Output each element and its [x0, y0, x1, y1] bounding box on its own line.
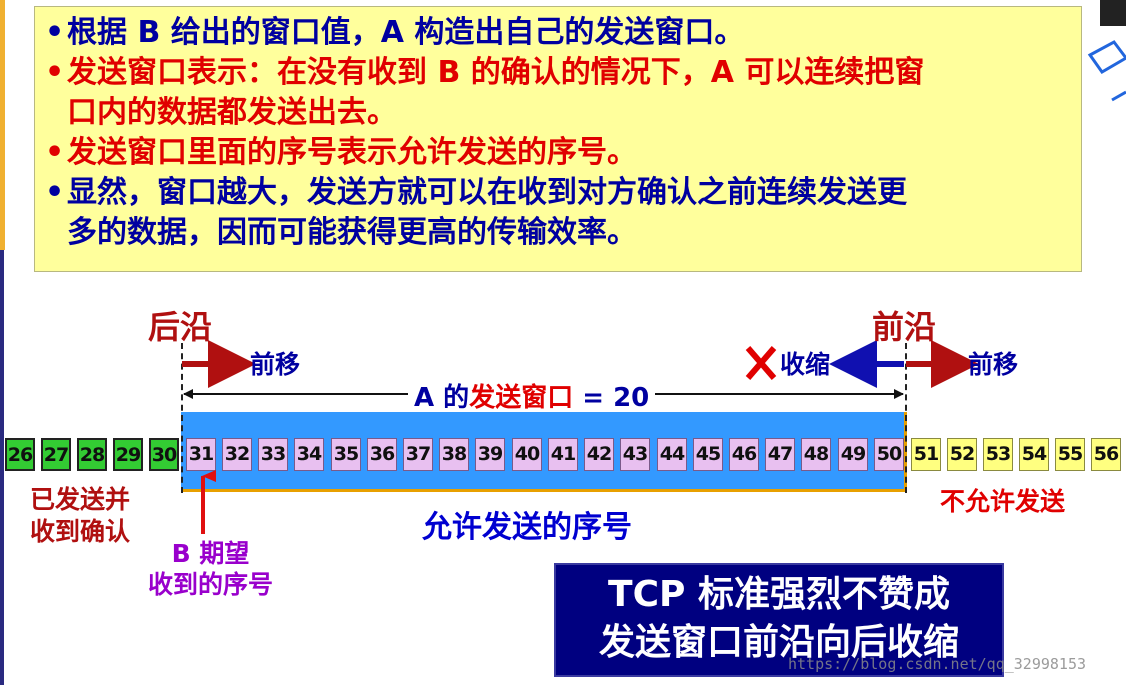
bullet: •: [45, 55, 65, 90]
allowed-seq-label: 允许发送的序号: [422, 510, 632, 545]
note-text: 发送窗口里面的序号表示允许发送的序号。: [67, 135, 637, 170]
note-item: • 根据 B 给出的窗口值，A 构造出自己的发送窗口。: [45, 13, 1071, 53]
seq-cell-allowed: 39: [475, 438, 505, 471]
front-edge-label: 前沿: [872, 308, 937, 346]
seq-cell-allowed: 35: [331, 438, 361, 471]
seq-cell-allowed: 32: [222, 438, 252, 471]
seq-cell-not-allowed: 53: [983, 438, 1013, 471]
note-text: 显然，窗口越大，发送方就可以在收到对方确认之前连续发送更 多的数据，因而可能获得…: [67, 175, 907, 250]
seq-cell-allowed: 40: [512, 438, 542, 471]
rear-move-label: 前移: [250, 350, 301, 379]
window-size-label: A 的发送窗口 = 20: [414, 377, 649, 414]
seq-cell-allowed: 49: [838, 438, 868, 471]
note-item: • 显然，窗口越大，发送方就可以在收到对方确认之前连续发送更 多的数据，因而可能…: [45, 173, 1071, 253]
window-value: = 20: [573, 383, 650, 413]
notes-panel: • 根据 B 给出的窗口值，A 构造出自己的发送窗口。 • 发送窗口表示：在没有…: [34, 6, 1082, 272]
tcp-note-line1: TCP 标准强烈不赞成: [608, 574, 950, 615]
bullet: •: [45, 135, 65, 170]
seq-cell-allowed: 33: [258, 438, 288, 471]
seq-cell-sent: 27: [41, 438, 71, 471]
seq-cell-not-allowed: 51: [911, 438, 941, 471]
b-expected-label: B 期望 收到的序号: [148, 539, 274, 599]
forbidden-x-icon: [745, 346, 777, 380]
seq-cell-allowed: 38: [439, 438, 469, 471]
shrink-label: 收缩: [780, 350, 831, 379]
seq-cell-allowed: 41: [548, 438, 578, 471]
window-prefix: A 的: [414, 383, 470, 413]
network-icon: [1087, 0, 1126, 102]
rear-edge-label: 后沿: [148, 308, 213, 346]
left-accent-strip-dark: [0, 250, 4, 685]
window-name: 发送窗口: [469, 383, 574, 413]
seq-cell-sent: 29: [113, 438, 143, 471]
tcp-note-line2: 发送窗口前沿向后收缩: [598, 622, 959, 663]
bullet: •: [45, 15, 65, 50]
seq-cell-sent: 30: [149, 438, 179, 471]
seq-cell-not-allowed: 56: [1091, 438, 1121, 471]
seq-cell-allowed: 37: [403, 438, 433, 471]
front-move-label: 前移: [968, 350, 1019, 379]
seq-cell-not-allowed: 52: [947, 438, 977, 471]
rear-edge-line: [181, 343, 183, 493]
seq-cell-not-allowed: 55: [1055, 438, 1085, 471]
watermark: https://blog.csdn.net/qq_32998153: [788, 655, 1087, 673]
note-text: 根据 B 给出的窗口值，A 构造出自己的发送窗口。: [67, 15, 745, 50]
seq-cell-allowed: 48: [801, 438, 831, 471]
note-item: • 发送窗口里面的序号表示允许发送的序号。: [45, 133, 1071, 173]
seq-cell-allowed: 36: [367, 438, 397, 471]
not-allowed-label: 不允许发送: [940, 487, 1066, 516]
seq-cell-allowed: 42: [584, 438, 614, 471]
tcp-note-box: TCP 标准强烈不赞成 发送窗口前沿向后收缩: [554, 563, 1004, 677]
sent-acked-label: 已发送并 收到确认: [30, 485, 131, 546]
seq-cell-allowed: 47: [765, 438, 795, 471]
seq-cell-allowed: 43: [620, 438, 650, 471]
seq-cell-not-allowed: 54: [1019, 438, 1049, 471]
front-edge-line: [905, 343, 907, 493]
left-accent-strip: [0, 0, 5, 250]
seq-cell-allowed: 50: [874, 438, 904, 471]
seq-cell-allowed: 44: [657, 438, 687, 471]
seq-cell-allowed: 34: [294, 438, 324, 471]
seq-cell-allowed: 45: [693, 438, 723, 471]
bullet: •: [45, 175, 65, 210]
seq-cell-sent: 26: [5, 438, 35, 471]
seq-cell-allowed: 31: [186, 438, 216, 471]
note-item: • 发送窗口表示：在没有收到 B 的确认的情况下，A 可以连续把窗 口内的数据都…: [45, 53, 1071, 133]
seq-cell-allowed: 46: [729, 438, 759, 471]
seq-cell-sent: 28: [77, 438, 107, 471]
note-text: 发送窗口表示：在没有收到 B 的确认的情况下，A 可以连续把窗 口内的数据都发送…: [67, 55, 925, 130]
